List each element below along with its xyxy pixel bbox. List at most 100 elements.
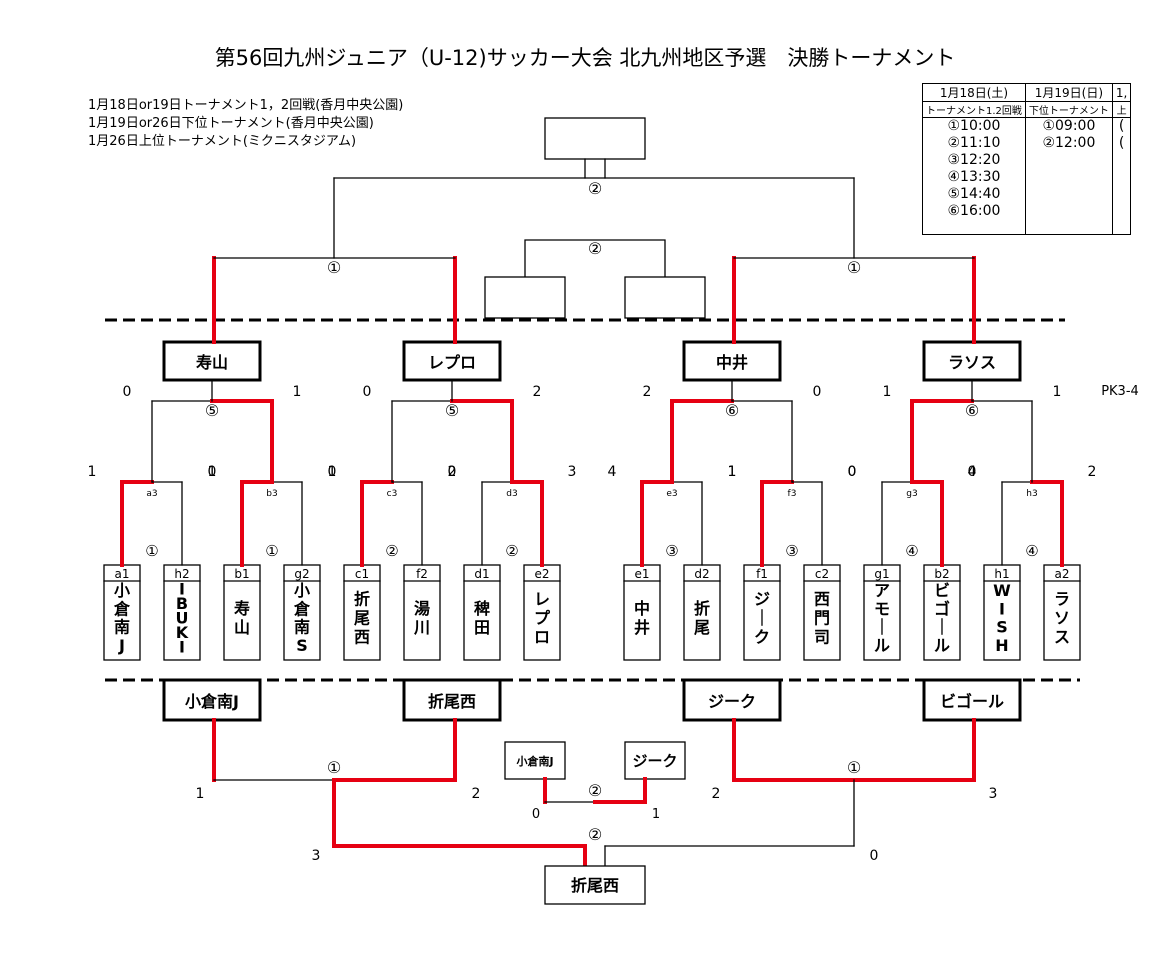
team-code: c2 bbox=[815, 567, 829, 581]
score: 0 bbox=[123, 384, 132, 400]
score: 3 bbox=[568, 464, 577, 480]
team-name: 中井 bbox=[634, 599, 650, 637]
team-name: ジ｜ク bbox=[754, 590, 770, 647]
score: 0 bbox=[870, 848, 879, 864]
team-code: g1 bbox=[874, 567, 889, 581]
court-number: ③ bbox=[785, 542, 798, 560]
match-id: c3 bbox=[387, 489, 398, 499]
pk-note: PK3-4 bbox=[1101, 384, 1139, 399]
score: 1 bbox=[652, 807, 660, 822]
team-name: 小倉南J bbox=[185, 692, 239, 711]
team-name: 稗田 bbox=[474, 599, 490, 637]
schedule-time: ③12:20 bbox=[947, 152, 1001, 168]
team-name: 折尾 bbox=[694, 599, 710, 637]
team-name: ビゴール bbox=[940, 692, 1004, 711]
schedule-note: 1月19日or26日下位トーナメント(香月中央公園) bbox=[88, 116, 374, 131]
team-code: b1 bbox=[234, 567, 249, 581]
team-code: f1 bbox=[756, 567, 768, 581]
court-number: ② bbox=[588, 825, 602, 844]
schedule-time: ( bbox=[1118, 135, 1125, 151]
team-name: レプロ bbox=[428, 353, 476, 372]
team-code: f2 bbox=[416, 567, 428, 581]
score: 2 bbox=[533, 384, 542, 400]
schedule-time: ⑥16:00 bbox=[947, 203, 1001, 219]
team-box bbox=[402, 340, 502, 382]
team-box bbox=[682, 340, 782, 382]
team-box bbox=[402, 678, 502, 722]
schedule-table: 1月18日(土) 1月19日(日) 1, トーナメント1.2回戦 下位トーナメン… bbox=[922, 83, 1132, 235]
team-name: 西門司 bbox=[814, 590, 830, 647]
winner-box bbox=[544, 865, 646, 905]
court-number: ① bbox=[145, 542, 158, 560]
court-number: ⑤ bbox=[205, 401, 219, 420]
score: 0 bbox=[208, 464, 217, 480]
team-name: レプロ bbox=[534, 590, 551, 647]
score: 1 bbox=[208, 464, 217, 480]
team-name: ラソス bbox=[948, 353, 996, 372]
court-number: ② bbox=[588, 781, 602, 800]
score: 4 bbox=[608, 464, 617, 480]
schedule-time: ①09:00 bbox=[1042, 118, 1096, 134]
schedule-times: ①09:00 ②12:00 bbox=[1024, 117, 1113, 235]
match-line bbox=[524, 239, 666, 278]
score: 2 bbox=[448, 464, 457, 480]
team-name: ジーク bbox=[632, 752, 677, 770]
schedule-time: ⑤14:40 bbox=[947, 186, 1001, 202]
score: 0 bbox=[848, 464, 857, 480]
schedule-times: ①10:00 ②11:10 ③12:20 ④13:30 ⑤14:40 ⑥16:0… bbox=[922, 117, 1026, 235]
court-number: ② bbox=[588, 239, 602, 258]
match-id: f3 bbox=[788, 489, 797, 499]
score: 3 bbox=[989, 786, 998, 802]
team-code: a1 bbox=[115, 567, 130, 581]
team-code: d1 bbox=[474, 567, 489, 581]
score: 1 bbox=[196, 786, 205, 802]
schedule-note: 1月26日上位トーナメント(ミクニスタジアム) bbox=[88, 134, 357, 149]
team-name: 湯川 bbox=[413, 599, 430, 637]
court-number: ② bbox=[588, 179, 602, 198]
team-code: d2 bbox=[694, 567, 709, 581]
score: 0 bbox=[848, 464, 857, 480]
court-number: ④ bbox=[1025, 542, 1038, 560]
team-name: 折尾西 bbox=[354, 590, 370, 647]
court-number: ② bbox=[385, 542, 398, 560]
score: 1 bbox=[728, 464, 737, 480]
match-id: g3 bbox=[906, 489, 917, 499]
match-id: e3 bbox=[666, 489, 677, 499]
team-code: c1 bbox=[355, 567, 369, 581]
score: 4 bbox=[968, 464, 977, 480]
score: 0 bbox=[968, 464, 977, 480]
match-id: h3 bbox=[1026, 489, 1037, 499]
team-code: h1 bbox=[994, 567, 1009, 581]
court-number: ⑥ bbox=[725, 401, 739, 420]
score: 2 bbox=[643, 384, 652, 400]
page-title: 第56回九州ジュニア（U-12)サッカー大会 北九州地区予選 決勝トーナメント bbox=[214, 46, 956, 70]
score: 0 bbox=[328, 464, 337, 480]
match-id: a3 bbox=[146, 489, 157, 499]
court-number: ④ bbox=[905, 542, 918, 560]
team-box bbox=[922, 340, 1022, 382]
team-code: e2 bbox=[534, 567, 549, 581]
team-box bbox=[504, 741, 566, 780]
score: 2 bbox=[712, 786, 721, 802]
court-number: ① bbox=[847, 758, 861, 777]
court-number: ⑤ bbox=[445, 401, 459, 420]
team-name: 寿山 bbox=[196, 353, 228, 372]
court-number: ① bbox=[327, 258, 341, 277]
team-box bbox=[922, 678, 1022, 722]
score: 1 bbox=[1053, 384, 1062, 400]
score: 1 bbox=[293, 384, 302, 400]
schedule-time: ①10:00 bbox=[947, 118, 1001, 134]
score: 2 bbox=[472, 786, 481, 802]
team-name: ジーク bbox=[708, 692, 756, 711]
score: 0 bbox=[363, 384, 372, 400]
court-number: ② bbox=[505, 542, 518, 560]
court-number: ① bbox=[265, 542, 278, 560]
score: 0 bbox=[448, 464, 457, 480]
schedule-note: 1月18日or19日トーナメント1，2回戦(香月中央公園) bbox=[88, 98, 404, 113]
schedule-time: ④13:30 bbox=[947, 169, 1001, 185]
team-box bbox=[624, 741, 686, 780]
